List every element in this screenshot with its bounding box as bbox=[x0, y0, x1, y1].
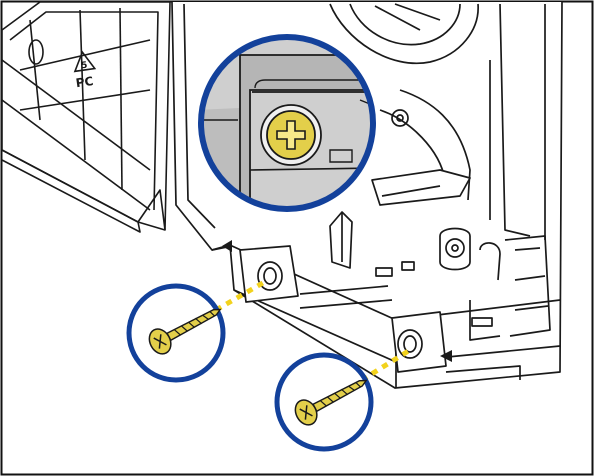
guide-line-left bbox=[214, 277, 270, 313]
zoom-callout bbox=[198, 34, 376, 212]
screw-icon bbox=[148, 308, 222, 355]
recycle-material: PC bbox=[75, 74, 95, 90]
zoom-callout-ring bbox=[198, 34, 376, 212]
guide-line-right bbox=[360, 347, 412, 383]
screw-icon bbox=[294, 379, 368, 426]
guide-lines bbox=[214, 277, 412, 383]
screw-callout-left bbox=[126, 283, 226, 383]
recycle-number: 5 bbox=[80, 61, 88, 72]
phillips-head-icon bbox=[260, 104, 322, 166]
recycle-icon: 5 PC bbox=[73, 50, 97, 90]
screw-callout-right bbox=[274, 352, 374, 452]
back-cover-panel bbox=[1, 1, 171, 233]
